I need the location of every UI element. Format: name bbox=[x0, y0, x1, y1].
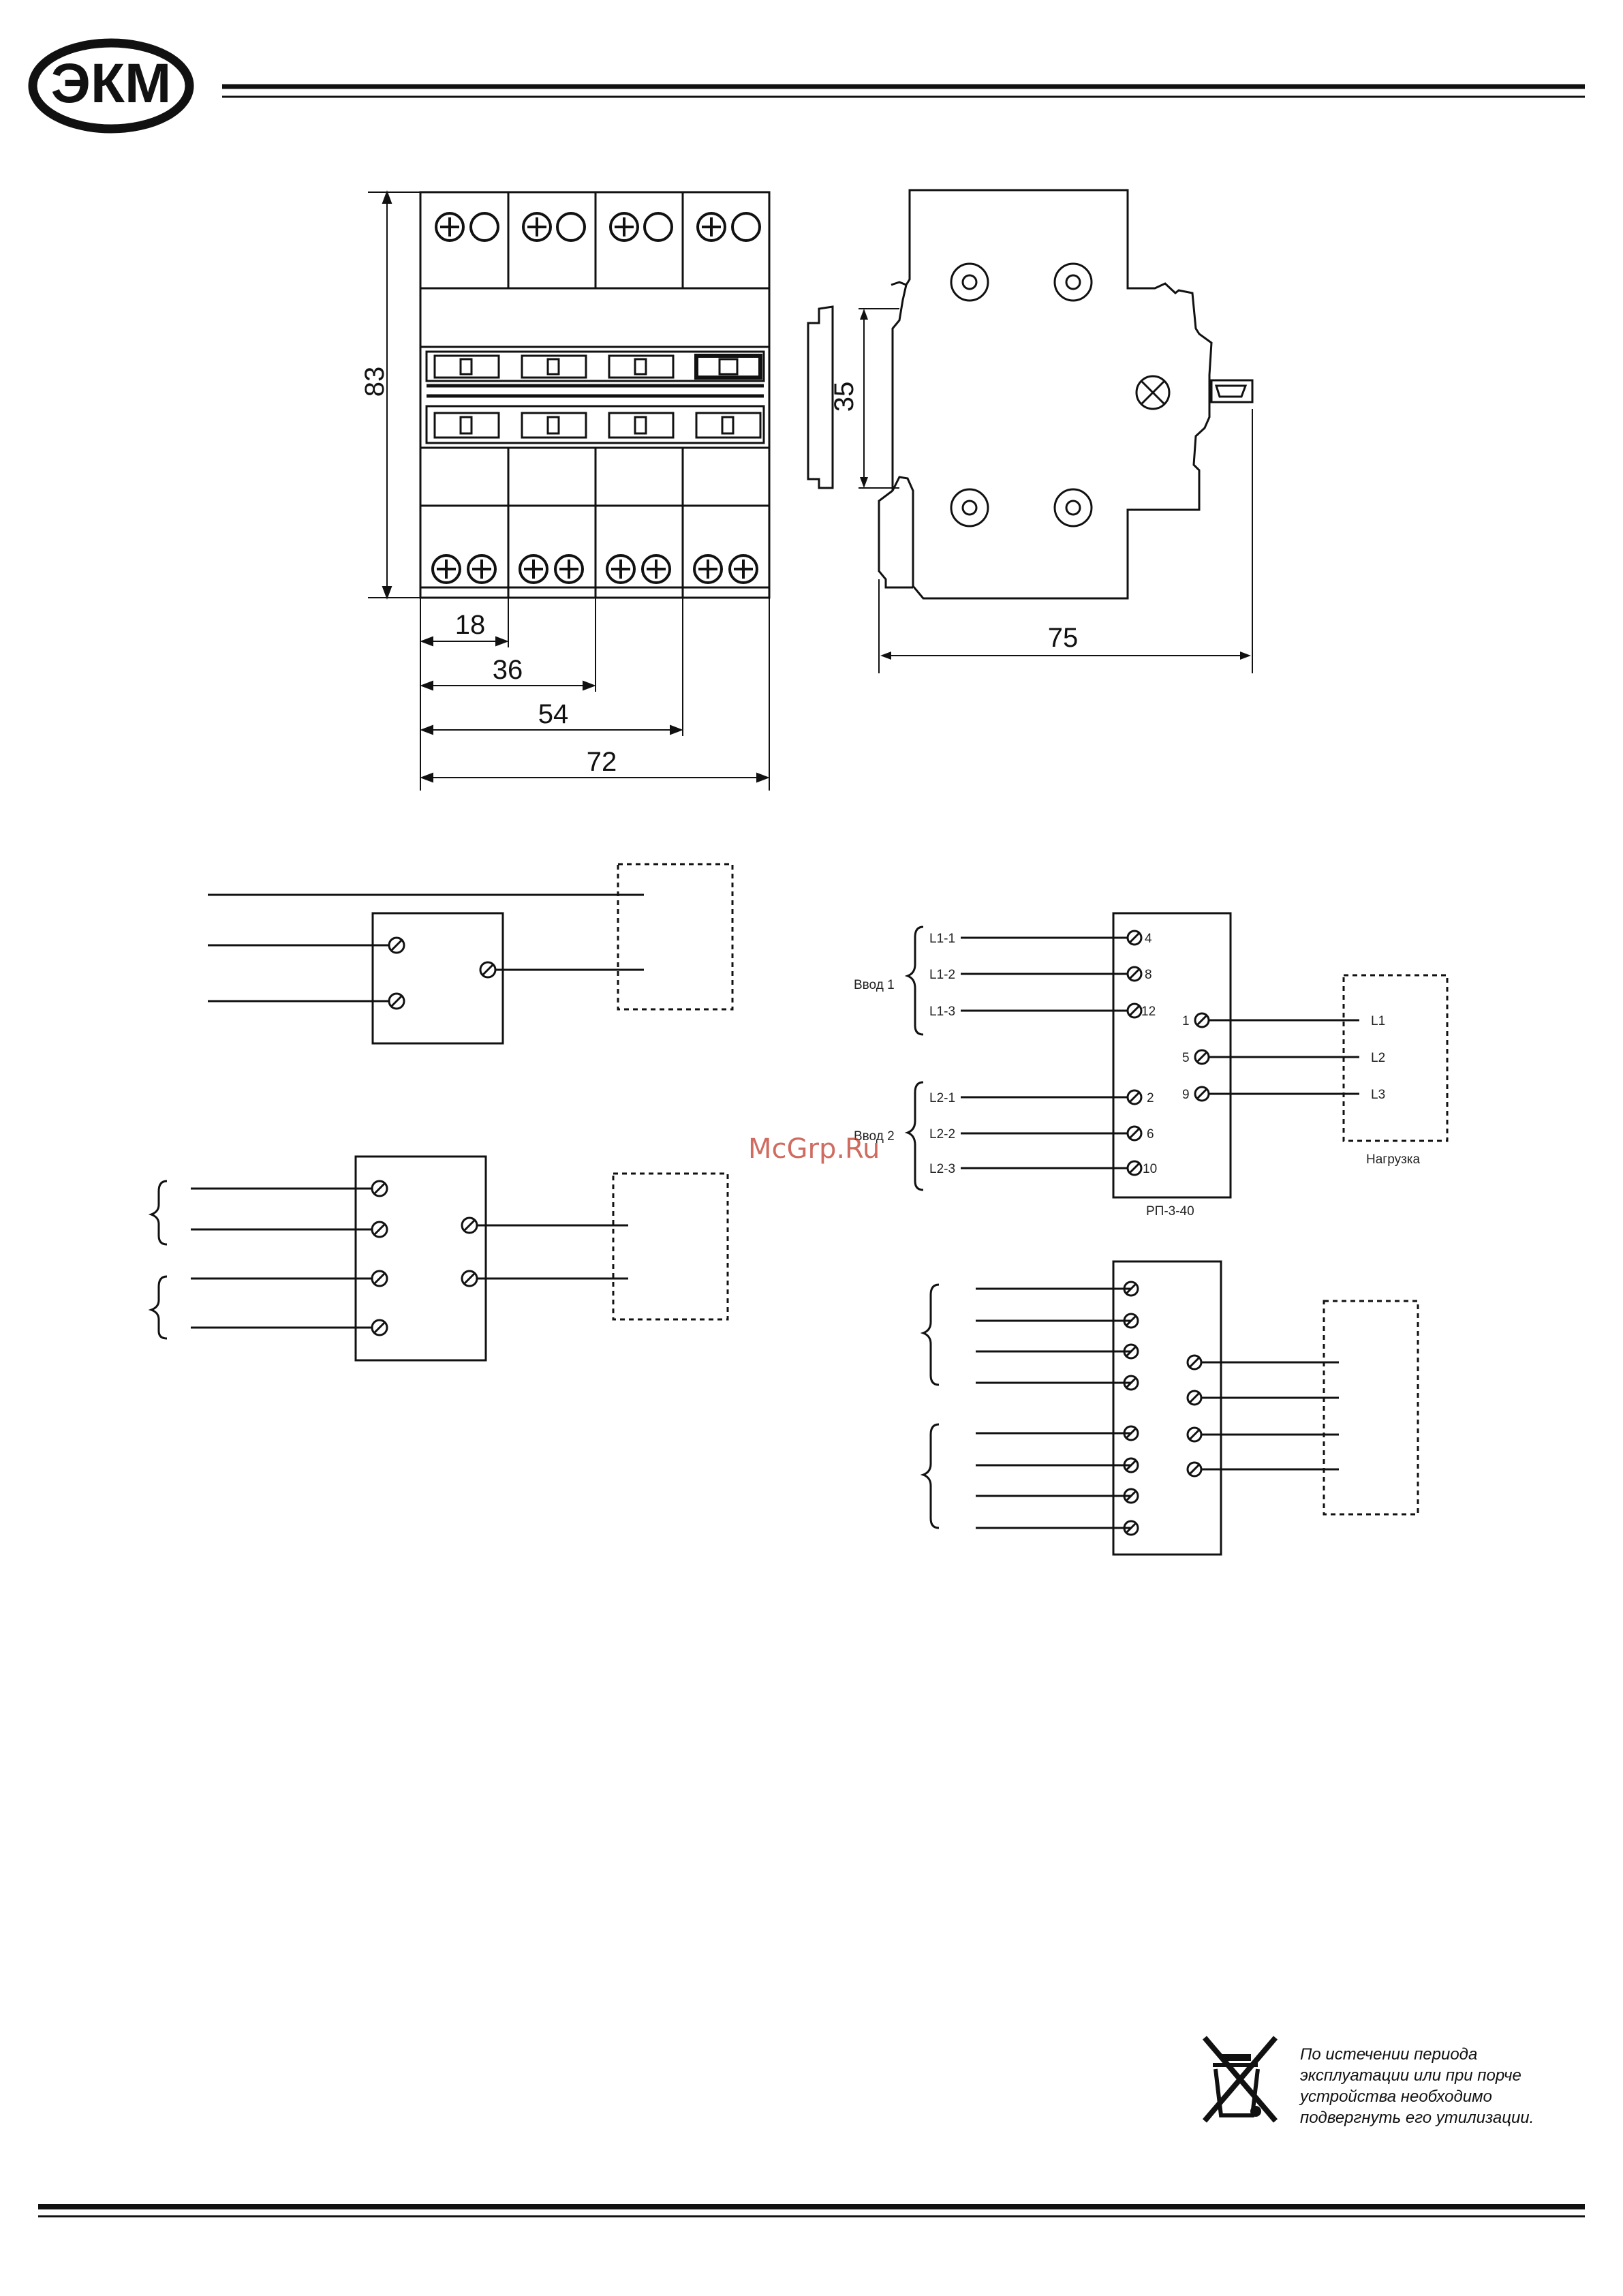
disposal-line: устройства необходимо bbox=[1300, 2086, 1600, 2107]
scheme-four-pole bbox=[923, 1261, 1418, 1555]
dim-height: 83 bbox=[360, 367, 390, 397]
dim-rail: 35 bbox=[829, 382, 859, 412]
line-label: L1-1 bbox=[929, 932, 955, 946]
model-label: РП-3-40 bbox=[1146, 1204, 1194, 1219]
crossed-bin-icon bbox=[1205, 2038, 1276, 2121]
disposal-notice: По истечении периода эксплуатации или пр… bbox=[1300, 2044, 1600, 2128]
disposal-line: По истечении периода bbox=[1300, 2044, 1600, 2065]
terminal-number: 4 bbox=[1145, 932, 1152, 946]
terminal-number: 9 bbox=[1182, 1088, 1190, 1102]
dim-width-18: 18 bbox=[455, 610, 486, 640]
side-view bbox=[808, 190, 1252, 673]
line-label: L1-2 bbox=[929, 968, 955, 982]
line-label: L2-2 bbox=[929, 1127, 955, 1142]
scheme-single-phase bbox=[208, 864, 732, 1043]
dim-width-54: 54 bbox=[538, 699, 569, 729]
dim-width-36: 36 bbox=[493, 655, 523, 685]
terminal-number: 6 bbox=[1147, 1127, 1154, 1142]
terminal-number: 5 bbox=[1182, 1051, 1190, 1065]
line-label: L2-3 bbox=[929, 1162, 955, 1176]
terminal-number: 8 bbox=[1145, 968, 1152, 982]
scheme-two-pole bbox=[151, 1157, 728, 1360]
logo-text: ЭКМ bbox=[51, 52, 172, 114]
line-label: L1-3 bbox=[929, 1005, 955, 1019]
terminal-number: 2 bbox=[1147, 1091, 1154, 1105]
front-dimensions bbox=[368, 192, 769, 791]
input-1-label: Ввод 1 bbox=[854, 978, 895, 992]
footer bbox=[38, 2207, 1585, 2216]
line-label: L2-1 bbox=[929, 1091, 955, 1105]
dim-depth: 75 bbox=[1048, 623, 1079, 653]
header: ЭКМ bbox=[33, 43, 1585, 129]
load-label: Нагрузка bbox=[1366, 1152, 1421, 1167]
terminal-number: 12 bbox=[1141, 1005, 1156, 1019]
terminal-number: 10 bbox=[1143, 1162, 1157, 1176]
output-label: L3 bbox=[1371, 1088, 1385, 1102]
disposal-line: подвергнуть его утилизации. bbox=[1300, 2107, 1600, 2128]
terminal-number: 1 bbox=[1182, 1014, 1190, 1028]
dim-width-72: 72 bbox=[587, 747, 617, 777]
output-label: L2 bbox=[1371, 1051, 1385, 1065]
disposal-line: эксплуатации или при порче bbox=[1300, 2065, 1600, 2086]
watermark: McGrp.Ru bbox=[748, 1133, 880, 1165]
output-label: L1 bbox=[1371, 1014, 1385, 1028]
front-view bbox=[420, 192, 769, 598]
